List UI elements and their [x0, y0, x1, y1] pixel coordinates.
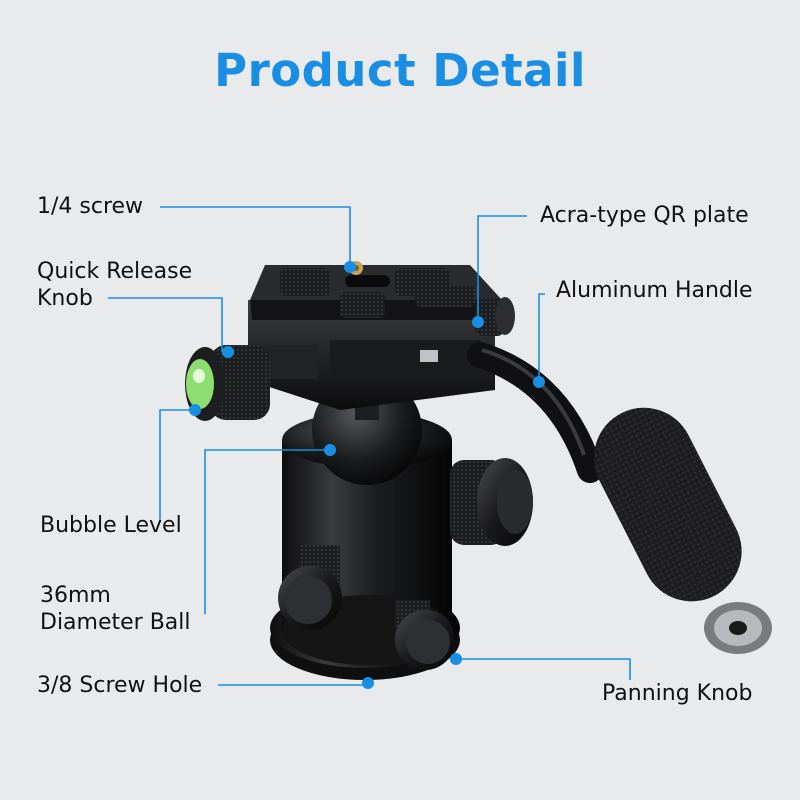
- dot-qr-knob: [222, 346, 234, 358]
- line-panning-knob: [456, 658, 631, 680]
- label-screw-hole: 3/8 Screw Hole: [37, 673, 203, 698]
- line-qr-knob: [108, 297, 223, 352]
- label-quick-release-knob-line1: Quick Release: [37, 259, 193, 284]
- label-panning-knob: Panning Knob: [602, 681, 753, 706]
- label-bubble-level: Bubble Level: [40, 513, 182, 538]
- qr-plate: [250, 261, 502, 320]
- label-qr-plate: Acra-type QR plate: [540, 203, 749, 228]
- line-aluminum-handle: [538, 293, 545, 382]
- dot-panning-knob: [450, 653, 462, 665]
- line-bubble-level: [159, 409, 195, 522]
- friction-knob: [278, 545, 342, 630]
- label-quick-release-knob-line2: Knob: [37, 286, 93, 311]
- dot-ball: [324, 444, 336, 456]
- side-lock-knob: [450, 458, 533, 546]
- label-ball-line2: Diameter Ball: [40, 610, 191, 635]
- callout-lines: [108, 206, 631, 686]
- dot-bubble-level: [189, 404, 201, 416]
- callout-dots: [189, 261, 545, 689]
- quick-release-knob-shape: [185, 345, 318, 421]
- dot-qr-plate: [472, 316, 484, 328]
- panning-knob-shape: [395, 600, 455, 670]
- aluminum-handle-shape: [467, 342, 772, 654]
- dot-screw-hole: [362, 677, 374, 689]
- dot-screw-14: [344, 261, 356, 273]
- label-aluminum-handle: Aluminum Handle: [556, 278, 753, 303]
- label-ball-line1: 36mm: [40, 583, 111, 608]
- dot-aluminum-handle: [533, 376, 545, 388]
- line-screw-14: [160, 206, 351, 267]
- line-qr-plate: [477, 215, 527, 322]
- plate-knob: [475, 297, 515, 336]
- label-screw-14: 1/4 screw: [37, 194, 144, 219]
- clamp: [248, 300, 495, 410]
- page-title: Product Detail: [214, 44, 586, 97]
- line-ball: [204, 449, 330, 614]
